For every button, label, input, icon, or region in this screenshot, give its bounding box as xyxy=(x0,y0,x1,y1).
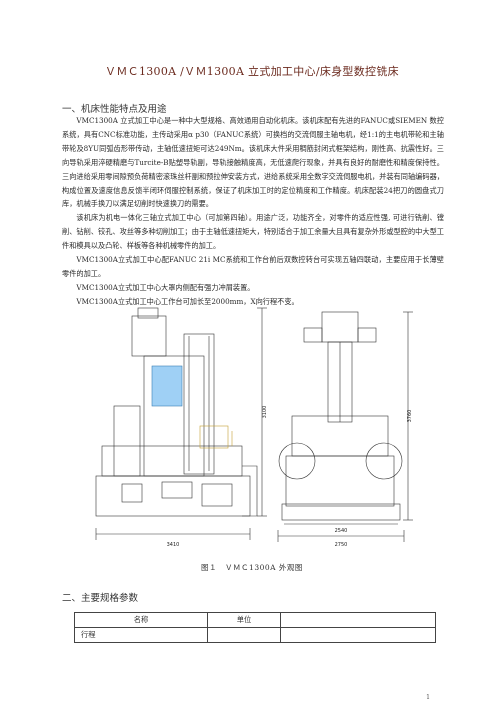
figure-caption: 图１ ＶＭＣ1300A 外观图 xyxy=(201,563,303,572)
document-title: ＶＭＣ1300A /ＶＭ1300A 立式加工中心/床身型数控铣床 xyxy=(105,65,399,78)
table-row: 行程 xyxy=(74,627,436,643)
features-body: VMC1300A 立式加工中心是一种中大型规格、高效通用自动化机床。该机床配有先… xyxy=(62,114,444,309)
cell-travel-unit xyxy=(207,627,281,643)
page-number: 1 xyxy=(426,694,430,701)
section-heading-specs: 二、主要规格参数 xyxy=(62,593,139,604)
paragraph-chip-flush: VMC1300A立式加工中心大罩内侧配有强力冲屑装置。 xyxy=(76,282,255,292)
table-header-row: 名称 单位 xyxy=(74,612,436,628)
spec-table: 名称 单位 行程 xyxy=(74,612,436,643)
paragraph-five-axis: VMC1300A立式加工中心配FANUC 21i MC系统和工作台前后双数控转台… xyxy=(62,255,444,278)
paragraph-overview: VMC1300A 立式加工中心是一种中大型规格、高效通用自动化机床。该机床配有先… xyxy=(62,116,444,209)
dim-right-width: 2750 xyxy=(335,542,348,548)
side-view-drawing xyxy=(277,311,413,542)
header-value xyxy=(280,612,436,628)
front-view-drawing xyxy=(95,307,267,540)
dim-right-inner: 2540 xyxy=(335,528,348,534)
header-name: 名称 xyxy=(74,612,208,628)
dim-left-height: 3100 xyxy=(262,406,268,419)
dim-left-width: 3410 xyxy=(167,542,180,548)
cell-travel-value xyxy=(280,627,436,643)
paragraph-table-length: VMC1300A立式加工中心工作台可加长至2000mm，X向行程不变。 xyxy=(76,296,299,306)
paragraph-usage: 该机床为机电一体化三轴立式加工中心（可加第四轴）。用途广泛，功能齐全，对零件的适… xyxy=(62,213,444,251)
cell-travel: 行程 xyxy=(74,627,208,643)
section-heading-features: 一、机床性能特点及用途 xyxy=(62,104,167,115)
machine-drawing: 3410 2750 2540 3760 3100 xyxy=(95,307,413,548)
header-unit: 单位 xyxy=(207,612,281,628)
dim-right-height: 3760 xyxy=(407,410,413,423)
